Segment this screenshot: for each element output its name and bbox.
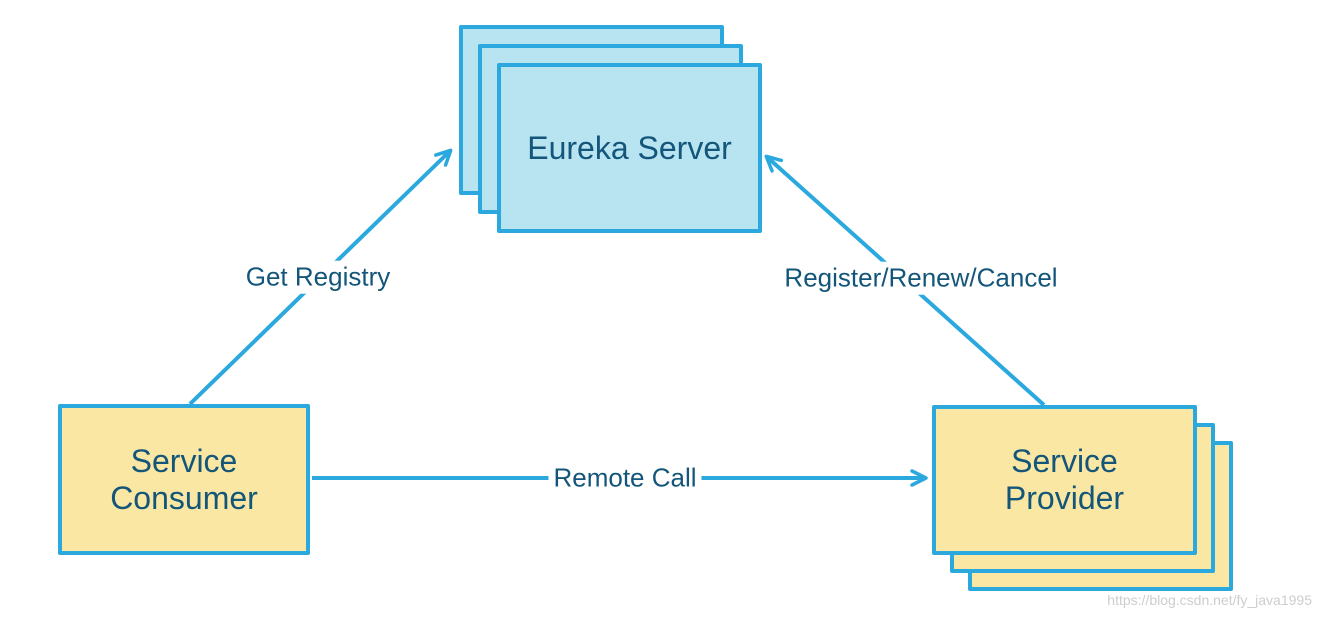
service-provider-node: Service Provider bbox=[932, 405, 1197, 555]
service-provider-label: Service Provider bbox=[1004, 443, 1125, 516]
service-consumer-label: Service Consumer bbox=[110, 442, 258, 516]
edge-label-register-renew-cancel: Register/Renew/Cancel bbox=[776, 261, 1066, 295]
edge-label-get-registry: Get Registry bbox=[237, 260, 399, 294]
service-consumer-node: Service Consumer bbox=[58, 404, 310, 555]
edge-label-remote-call: Remote Call bbox=[548, 464, 702, 493]
watermark-url: https://blog.csdn.net/fy_java1995 bbox=[1107, 592, 1312, 608]
eureka-server-label: Eureka Server bbox=[527, 129, 732, 166]
eureka-server-node: Eureka Server bbox=[497, 63, 762, 233]
